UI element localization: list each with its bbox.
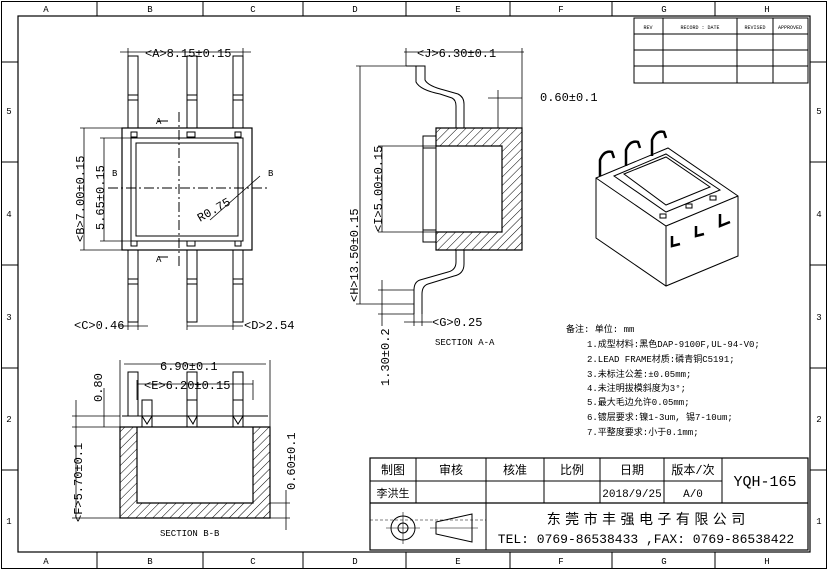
row-label: 1 bbox=[816, 517, 821, 527]
col-label: B bbox=[147, 557, 153, 567]
section-bb-title: SECTION B-B bbox=[160, 529, 220, 539]
tb-part-number: YQH-165 bbox=[733, 474, 796, 491]
rev-header: REV bbox=[643, 25, 652, 31]
dim-e-label: <E>6.20±0.15 bbox=[144, 379, 230, 393]
dim-i-label: <I>5.00±0.15 bbox=[372, 146, 386, 232]
col-label: H bbox=[764, 5, 769, 15]
col-label: H bbox=[764, 557, 769, 567]
row-label: 5 bbox=[6, 107, 11, 117]
note-item: 2.LEAD FRAME材质:磷青铜C5191; bbox=[587, 353, 735, 365]
dim-j-label: <J>6.30±0.1 bbox=[417, 47, 496, 61]
tb-drawn-by: 李洪生 bbox=[377, 486, 410, 500]
col-label: A bbox=[43, 5, 49, 15]
note-item: 4.未注明拔模斜度为3°; bbox=[587, 382, 686, 394]
tb-header-date: 日期 bbox=[620, 463, 644, 478]
rev-header: RECORD : DATE bbox=[680, 25, 719, 31]
border-column-letters-bottom: A B C D E F G H bbox=[43, 557, 769, 567]
title-block bbox=[369, 457, 809, 551]
notes-heading: 备注: 单位: mm bbox=[566, 323, 634, 335]
notes-block: 备注: 单位: mm 1.成型材料:黑色DAP-9100F,UL-94-V0; … bbox=[566, 323, 760, 438]
dim-d-label: <D>2.54 bbox=[244, 319, 294, 333]
col-label: E bbox=[455, 557, 460, 567]
tb-header-checked: 审核 bbox=[439, 462, 463, 478]
tb-company: 东 莞 市 丰 强 电 子 有 限 公 司 bbox=[547, 511, 746, 528]
row-label: 1 bbox=[6, 517, 11, 527]
col-label: C bbox=[250, 557, 256, 567]
tb-contact: TEL: 0769-86538433 ,FAX: 0769-86538422 bbox=[498, 532, 794, 547]
row-label: 4 bbox=[6, 210, 11, 220]
note-item: 6.镀层要求:镍1-3um, 锡7-10um; bbox=[587, 411, 733, 423]
rev-header: REVISED bbox=[744, 25, 765, 31]
dim-wall-label: 0.60±0.1 bbox=[285, 432, 299, 490]
section-mark-b-left: B bbox=[112, 169, 118, 179]
col-label: G bbox=[661, 5, 666, 15]
dim-690-label: 6.90±0.1 bbox=[160, 360, 218, 374]
title-block-headers: 制图 审核 核准 比例 日期 版本/次 bbox=[381, 462, 715, 478]
col-label: C bbox=[250, 5, 256, 15]
row-label: 3 bbox=[816, 313, 821, 323]
isometric-view bbox=[595, 130, 739, 287]
col-label: F bbox=[558, 5, 563, 15]
section-bb-dimensions bbox=[72, 360, 290, 530]
note-item: 1.成型材料:黑色DAP-9100F,UL-94-V0; bbox=[587, 338, 760, 350]
row-label: 3 bbox=[6, 313, 11, 323]
col-label: B bbox=[147, 5, 153, 15]
top-view bbox=[108, 55, 270, 323]
section-aa-dimensions bbox=[356, 48, 524, 326]
dim-g-label: <G>0.25 bbox=[432, 316, 482, 330]
note-item: 5.最大毛边允许0.05mm; bbox=[587, 396, 690, 408]
col-label: D bbox=[352, 5, 357, 15]
row-label: 2 bbox=[6, 415, 11, 425]
tb-header-version: 版本/次 bbox=[671, 463, 714, 478]
dim-080-label: 0.80 bbox=[92, 373, 106, 402]
top-view-dimensions bbox=[80, 48, 251, 330]
dim-h-label: <H>13.50±0.15 bbox=[348, 208, 362, 302]
section-aa-view bbox=[406, 65, 523, 314]
dim-thickness-label: 0.60±0.1 bbox=[540, 91, 598, 105]
section-mark-a-top: A bbox=[156, 117, 162, 127]
col-label: E bbox=[455, 5, 460, 15]
col-label: G bbox=[661, 557, 666, 567]
tb-header-approved: 核准 bbox=[503, 463, 527, 478]
section-mark-b-right: B bbox=[268, 169, 274, 179]
section-aa-title: SECTION A-A bbox=[435, 338, 495, 348]
col-label: A bbox=[43, 557, 49, 567]
col-label: F bbox=[558, 557, 563, 567]
dim-b-inner-label: 5.65±0.15 bbox=[94, 165, 108, 230]
border-column-letters-top: A B C D E F G H bbox=[43, 5, 769, 15]
dim-f-label: <F>5.70±0.1 bbox=[72, 443, 86, 522]
dim-b-label: <B>7.00±0.15 bbox=[74, 156, 88, 242]
dim-c-label: <C>0.46 bbox=[74, 319, 124, 333]
note-item: 3.未标注公差:±0.05mm; bbox=[587, 368, 691, 380]
row-label: 4 bbox=[816, 210, 821, 220]
section-bb-view bbox=[119, 371, 271, 519]
revision-table: REV RECORD : DATE REVISED APPROVED bbox=[633, 17, 809, 84]
border-row-numbers-right: 5 4 3 2 1 bbox=[816, 107, 821, 527]
note-item: 7.平整度要求:小于0.1mm; bbox=[587, 426, 699, 438]
tb-header-scale: 比例 bbox=[560, 463, 584, 478]
rev-header: APPROVED bbox=[778, 25, 802, 31]
tb-date: 2018/9/25 bbox=[602, 489, 661, 501]
dim-lead-label: 1.30±0.2 bbox=[379, 328, 393, 386]
border-row-numbers-left: 5 4 3 2 1 bbox=[6, 107, 11, 527]
col-label: D bbox=[352, 557, 357, 567]
dim-a-label: <A>8.15±0.15 bbox=[145, 47, 231, 61]
section-mark-a-bottom: A bbox=[156, 255, 162, 265]
tb-version: A/0 bbox=[683, 489, 703, 501]
projection-symbol-icon bbox=[386, 512, 478, 544]
tb-header-drawn: 制图 bbox=[381, 463, 405, 478]
row-label: 2 bbox=[816, 415, 821, 425]
row-label: 5 bbox=[816, 107, 821, 117]
